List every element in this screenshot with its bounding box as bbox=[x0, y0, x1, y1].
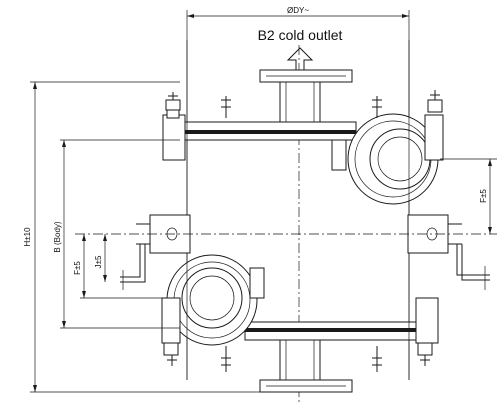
right-support-lug bbox=[407, 214, 490, 290]
f-left-label: F±5 bbox=[73, 261, 82, 275]
j-left-label: J±5 bbox=[94, 255, 103, 268]
f-right-dimension: F±5 bbox=[440, 158, 497, 234]
lower-left-flange bbox=[161, 254, 265, 366]
outlet-label: B2 cold outlet bbox=[258, 27, 343, 43]
height-dimension: H±10 bbox=[23, 81, 260, 393]
studs bbox=[221, 96, 382, 372]
j-left-dimension: J±5 bbox=[94, 234, 107, 282]
diameter-label: ØDY~ bbox=[287, 6, 309, 15]
body-dimension: B (Body) bbox=[53, 139, 180, 329]
top-nozzle bbox=[259, 69, 353, 125]
f-left-dimension: F±5 bbox=[73, 234, 175, 299]
upper-right-flange bbox=[331, 90, 444, 205]
height-label: H±10 bbox=[23, 227, 32, 247]
outlet-arrow bbox=[286, 47, 314, 72]
f-right-label: F±5 bbox=[479, 189, 488, 203]
bottom-nozzle bbox=[259, 337, 353, 393]
upper-tube bbox=[162, 92, 357, 161]
body-label: B (Body) bbox=[53, 221, 62, 252]
